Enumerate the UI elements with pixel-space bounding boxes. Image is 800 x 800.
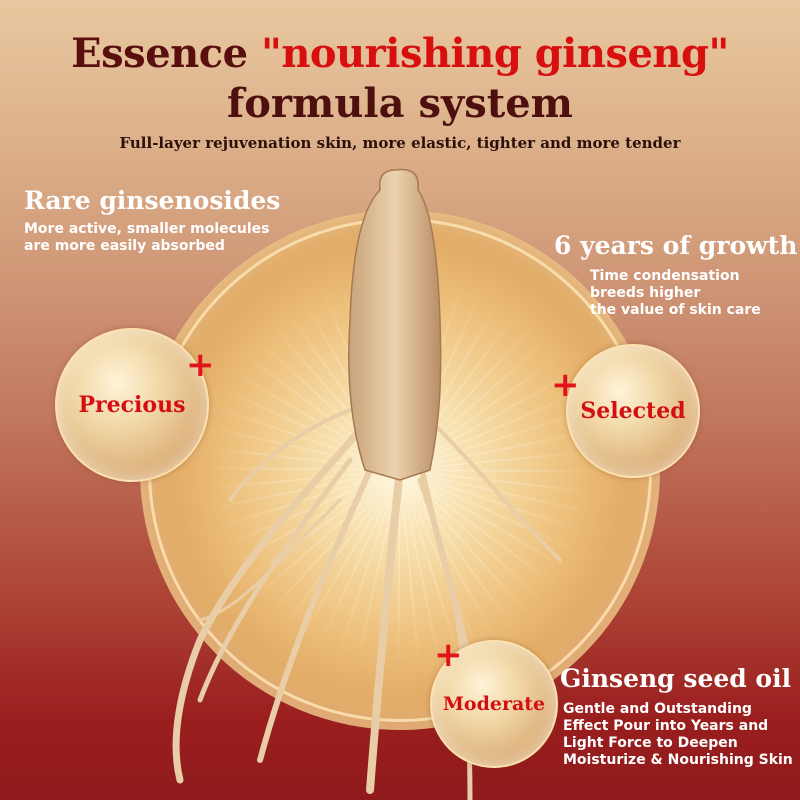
bubble-label: Moderate [442, 693, 546, 715]
headline-highlight: "nourishing ginseng" [260, 30, 729, 77]
bubble-precious: Precious [55, 328, 209, 482]
feature-desc-line: Moisturize & Nourishing Skin [563, 752, 793, 768]
feature-desc-line: Time condensation [590, 268, 740, 284]
feature-ginseng-seed-oil: Ginseng seed oil Gentle and Outstanding … [560, 664, 793, 769]
bubble-selected: Selected [566, 344, 700, 478]
feature-desc-line: are more easily absorbed [24, 238, 225, 254]
plus-icon: + [186, 345, 215, 385]
feature-rare-ginsenosides: Rare ginsenosides More active, smaller m… [24, 186, 280, 255]
bubble-moderate: Moderate [430, 640, 558, 768]
feature-desc: Time condensation breeds higher the valu… [590, 268, 797, 319]
feature-desc-line: breeds higher [590, 285, 701, 301]
bubble-label: Precious [78, 392, 186, 418]
feature-desc: More active, smaller molecules are more … [24, 221, 280, 255]
feature-heading: 6 years of growth [554, 231, 798, 260]
feature-6-years-growth: 6 years of growth Time condensation bree… [554, 231, 797, 319]
feature-heading: Ginseng seed oil [560, 664, 792, 693]
headline-line-2: formula system [227, 80, 573, 127]
feature-heading: Rare ginsenosides [24, 186, 281, 215]
feature-desc-line: the value of skin care [590, 302, 761, 318]
headline-prefix: Essence [71, 30, 248, 77]
feature-desc-line: More active, smaller molecules [24, 221, 270, 237]
feature-desc-line: Gentle and Outstanding [563, 701, 752, 717]
plus-icon: + [551, 365, 580, 405]
feature-desc: Gentle and Outstanding Effect Pour into … [563, 701, 793, 769]
feature-desc-line: Effect Pour into Years and [563, 718, 769, 734]
plus-icon: + [434, 635, 463, 675]
subtitle: Full-layer rejuvenation skin, more elast… [119, 134, 681, 152]
bubble-label: Selected [580, 398, 686, 424]
headline-line-1: Essence "nourishing ginseng" [0, 30, 800, 77]
feature-desc-line: Light Force to Deepen [563, 735, 738, 751]
